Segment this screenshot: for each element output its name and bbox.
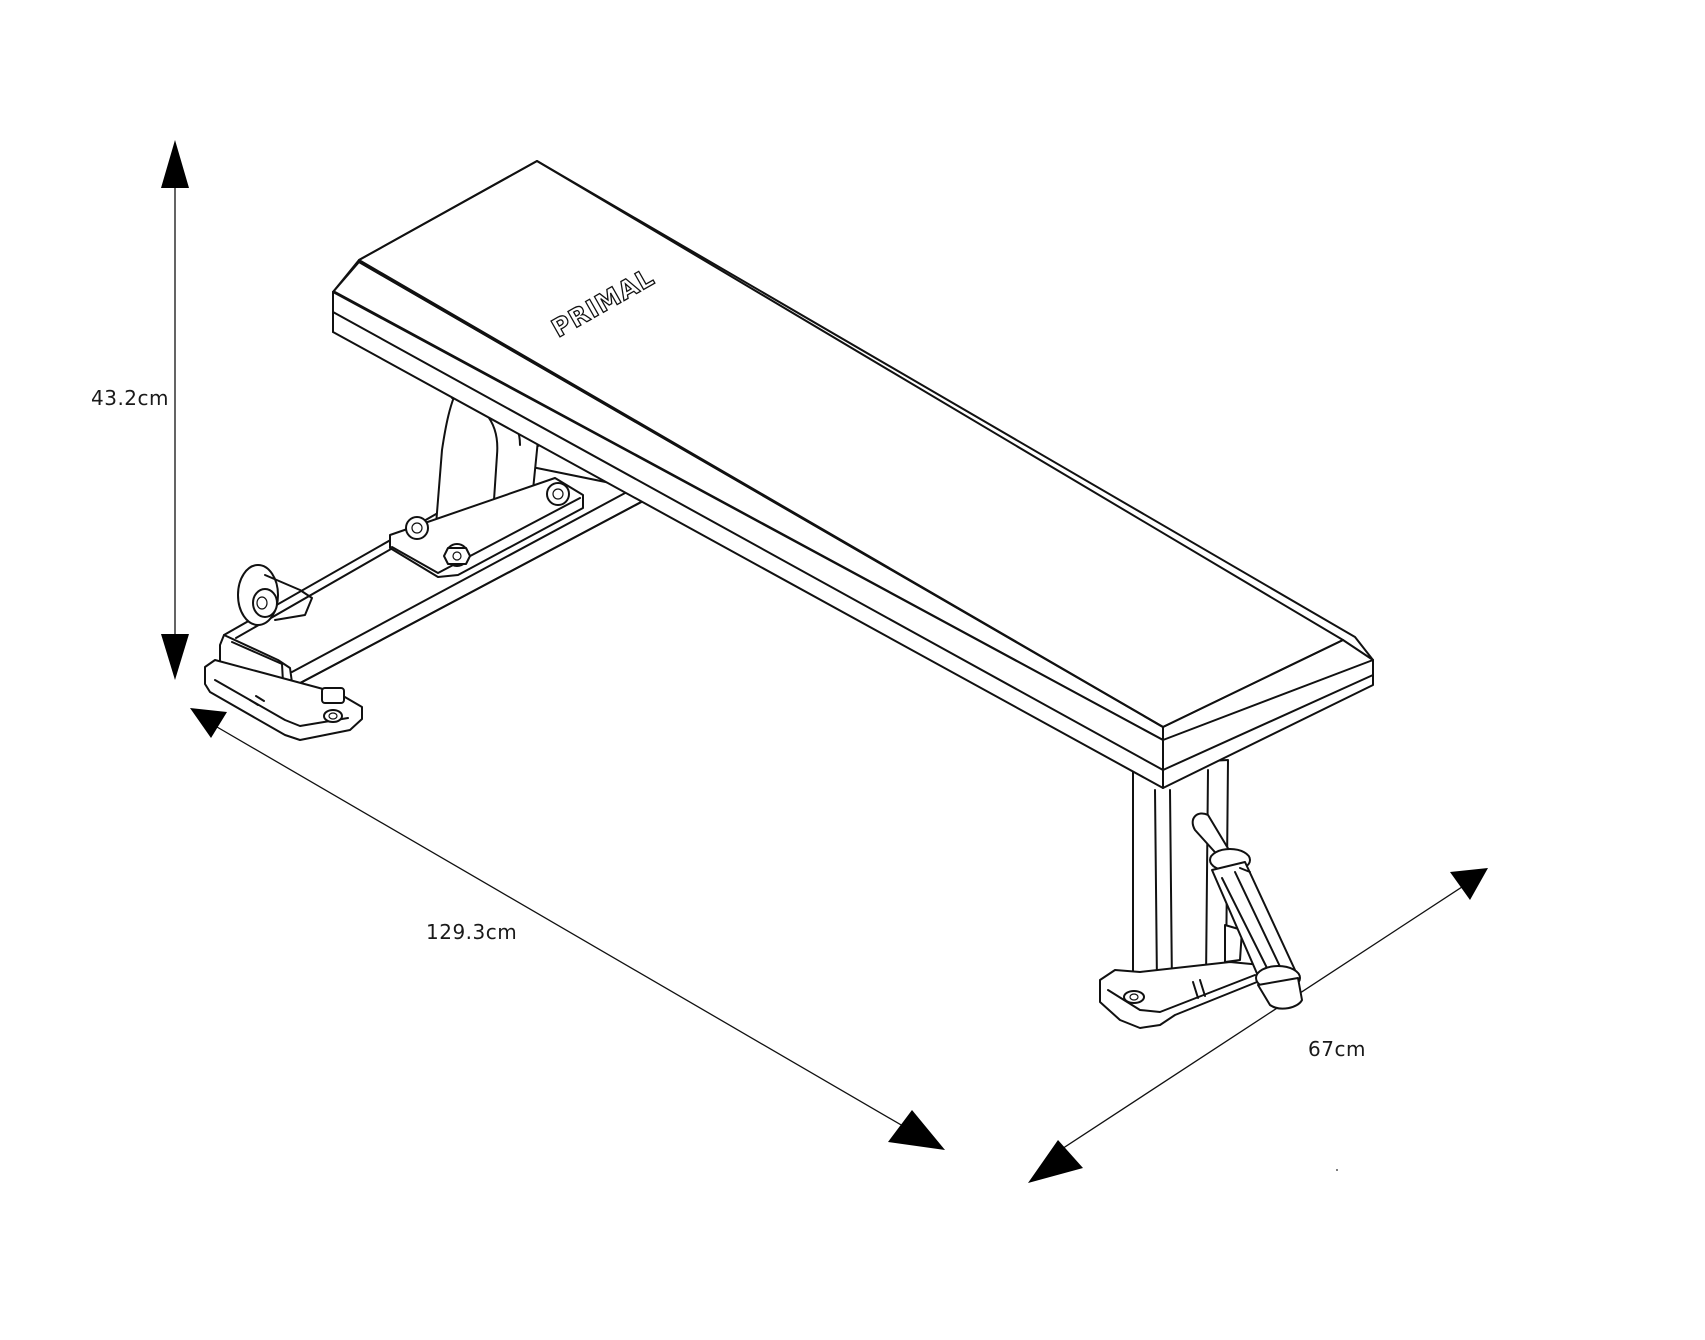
length-dimension: 129.3cm <box>190 708 945 1150</box>
width-dimension: 67cm <box>1028 868 1488 1183</box>
length-arrow-start <box>190 708 227 738</box>
stray-dot <box>1336 1169 1338 1171</box>
length-dimension-line <box>204 719 916 1134</box>
length-arrow-end <box>888 1110 945 1150</box>
front-handle <box>1191 812 1303 1010</box>
height-label: 43.2cm <box>91 386 169 410</box>
height-arrow-top <box>161 140 189 188</box>
rear-mount-plate <box>389 477 584 578</box>
rear-wheel <box>237 564 313 626</box>
rear-foot-plate <box>204 659 363 741</box>
height-arrow-bottom <box>161 634 189 680</box>
width-arrow-end <box>1450 868 1488 900</box>
width-dimension-line <box>1044 884 1466 1161</box>
height-dimension: 43.2cm <box>91 140 189 680</box>
bench-pad <box>332 160 1374 789</box>
bench: PRIMAL <box>204 160 1374 1029</box>
length-label: 129.3cm <box>426 920 517 944</box>
width-arrow-start <box>1028 1140 1083 1183</box>
width-label: 67cm <box>1308 1037 1366 1061</box>
front-foot-plate <box>1099 961 1263 1029</box>
